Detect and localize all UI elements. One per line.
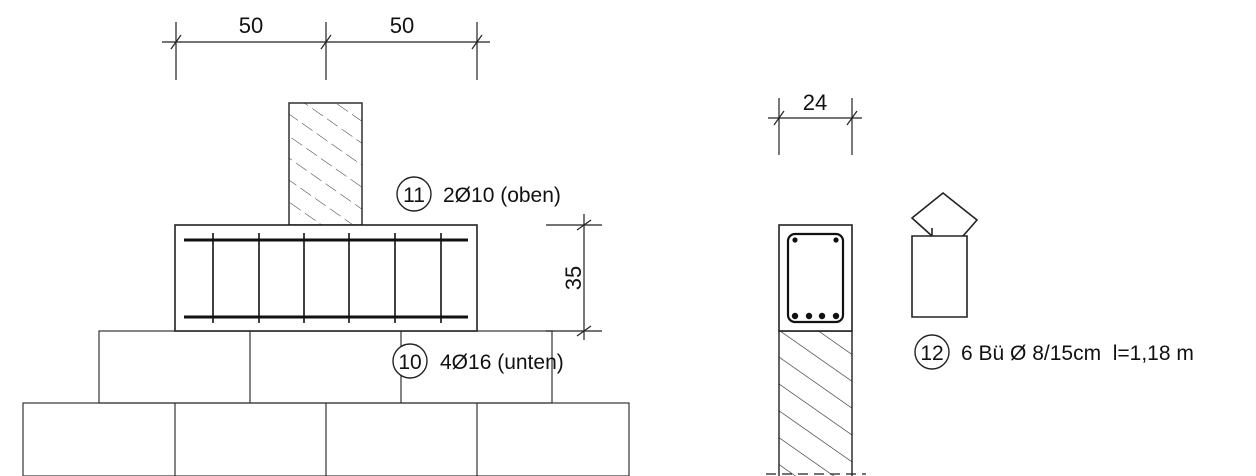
- rebar-label-stirrup: 6 Bü Ø 8/15cm l=1,18 m: [961, 342, 1194, 365]
- dimension-line-top: [162, 22, 490, 80]
- wall-section: [778, 330, 853, 476]
- rebar-mark-10: 10: [398, 351, 421, 374]
- rebar-dots: [791, 237, 840, 320]
- rebar-label-bottom: 4Ø16 (unten): [440, 351, 564, 374]
- beam-stirrups: [212, 233, 442, 323]
- dim-label-left-1: 50: [239, 13, 263, 38]
- rebar-label-top: 2Ø10 (oben): [443, 184, 561, 207]
- rebar-mark-10-circle: [392, 343, 428, 379]
- rebar-mark-11-circle: [396, 176, 432, 212]
- stirrup-section: [786, 232, 845, 324]
- rebar-mark-12: 12: [920, 342, 943, 365]
- dimension-line-height: [546, 214, 602, 340]
- stirrup-shape-detail: [910, 191, 979, 318]
- rebar-mark-11: 11: [403, 184, 425, 207]
- beam-outline: [174, 224, 478, 332]
- dim-label-height: 35: [561, 266, 586, 290]
- dim-label-left-2: 50: [390, 13, 414, 38]
- beam-cross-section: [778, 224, 853, 332]
- dim-label-section: 24: [803, 90, 827, 115]
- rebar-mark-12-circle: [914, 334, 950, 370]
- dimension-line-section: [768, 98, 862, 155]
- column-section: [288, 102, 363, 226]
